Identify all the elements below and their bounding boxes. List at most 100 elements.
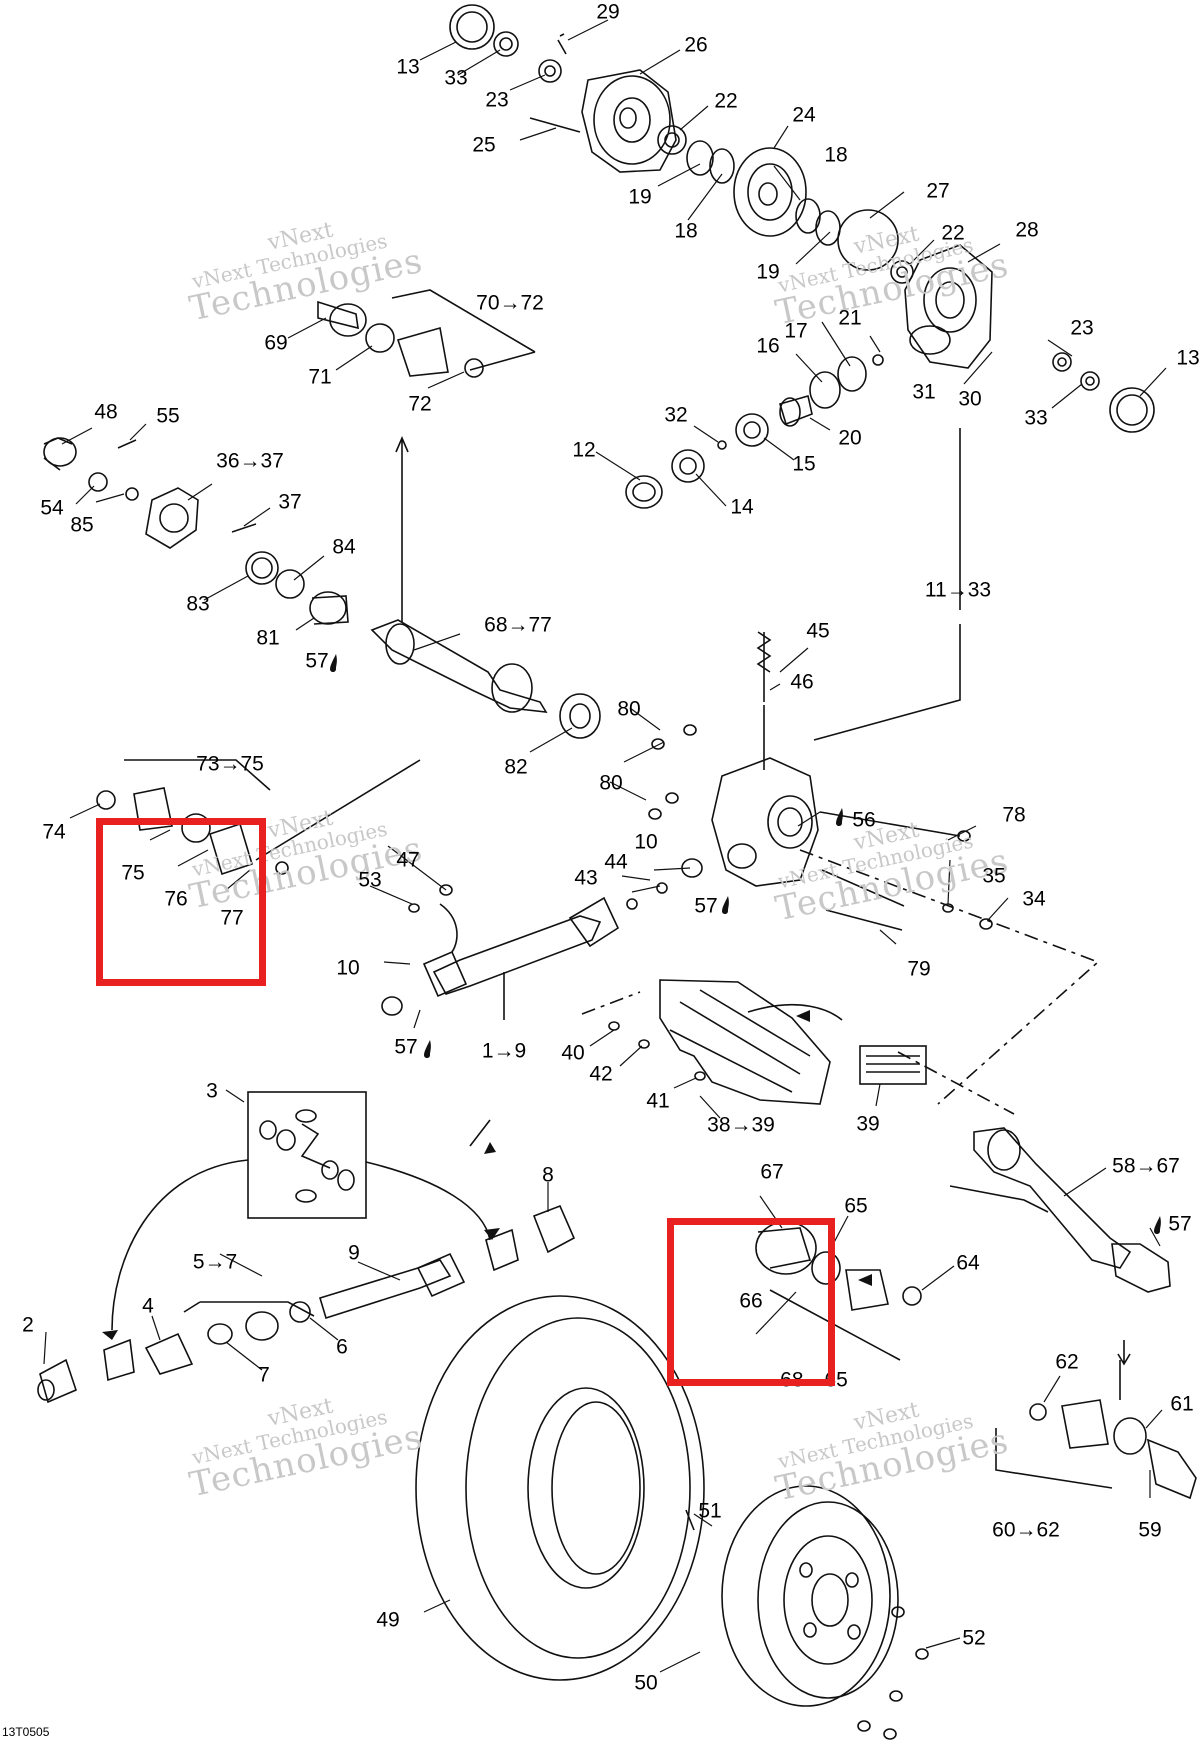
part-label: 72 <box>408 392 432 416</box>
part-label: 46 <box>790 670 814 694</box>
part-label: 54 <box>40 496 64 520</box>
shaft-69 <box>317 300 359 330</box>
valve-51 <box>685 1509 695 1531</box>
part-label: 70→72 <box>476 291 544 315</box>
washer-42 <box>638 1039 650 1049</box>
part-label: 33 <box>1024 406 1048 430</box>
gear-24 <box>733 147 807 237</box>
part-label: 13 <box>1176 346 1200 370</box>
part-label: 34 <box>1022 887 1046 911</box>
part-label: 73→75 <box>196 752 264 776</box>
part-label: 79 <box>907 957 931 981</box>
bearing-14 <box>671 449 705 483</box>
part-label: 67 <box>760 1160 784 1184</box>
cv-joint-69 <box>329 303 367 337</box>
part-label: 41 <box>646 1089 670 1113</box>
bearing-23-right <box>1052 352 1072 372</box>
part-label: 33 <box>444 66 468 90</box>
arrow-right-icon <box>858 1274 872 1286</box>
part-label: 32 <box>664 403 688 427</box>
part-label: 28 <box>1015 218 1039 242</box>
part-label: 3 <box>206 1079 218 1103</box>
part-label: 84 <box>332 535 356 559</box>
part-label: 74 <box>42 820 66 844</box>
part-label: 7 <box>258 1363 270 1387</box>
part-label: 58→67 <box>1112 1154 1180 1178</box>
arrow-right-icon <box>484 1228 500 1240</box>
oil-drop-icon <box>722 896 729 914</box>
part-label: 18 <box>824 143 848 167</box>
part-label: 77 <box>220 906 244 930</box>
part-label: 44 <box>604 850 628 874</box>
ring-33-right <box>1080 371 1100 391</box>
part-label: 40 <box>561 1041 585 1065</box>
housing-28 <box>904 244 993 369</box>
part-label: 66 <box>739 1289 763 1313</box>
part-label: 43 <box>574 866 598 890</box>
washer-85 <box>125 487 139 501</box>
yoke-4 <box>144 1332 194 1375</box>
clamp-6 <box>289 1301 311 1323</box>
highlight-box-left[interactable] <box>96 818 266 986</box>
part-label: 30 <box>958 387 982 411</box>
part-label: 18 <box>674 219 698 243</box>
part-label: 82 <box>504 755 528 779</box>
shim-16 <box>809 371 841 409</box>
part-label: 22 <box>941 221 965 245</box>
part-label: 22 <box>714 89 738 113</box>
part-label: 31 <box>912 380 936 404</box>
flange-2 <box>39 1358 77 1404</box>
nut-41 <box>694 1071 706 1081</box>
ring-61 <box>1113 1417 1147 1455</box>
part-label: 55 <box>156 404 180 428</box>
part-label: 19 <box>756 260 780 284</box>
part-label: 20 <box>838 426 862 450</box>
boot-5 <box>245 1311 279 1341</box>
u-joint-kit-3 <box>247 1091 367 1219</box>
part-label: 9 <box>348 1241 360 1265</box>
shaft-9 <box>319 1259 452 1320</box>
oring-27 <box>837 209 899 271</box>
ring-71 <box>365 323 395 353</box>
part-label: 23 <box>485 88 509 112</box>
oil-drop-icon <box>1154 1216 1161 1234</box>
yoke <box>568 896 620 948</box>
part-label: 8 <box>542 1163 554 1187</box>
part-label: 25 <box>472 133 496 157</box>
seal-13-top <box>449 4 495 50</box>
part-label: 62 <box>1055 1350 1079 1374</box>
part-label: 17 <box>784 319 808 343</box>
shaft-58 <box>973 1127 1132 1269</box>
seal-83 <box>245 551 279 585</box>
part-label: 57 <box>694 894 718 918</box>
bearing-22-mid <box>890 260 914 284</box>
pinion-20 <box>779 394 813 426</box>
part-label: 56 <box>852 808 876 832</box>
part-label: 24 <box>792 103 816 127</box>
part-label: 5→7 <box>192 1250 238 1274</box>
part-label: 16 <box>756 334 780 358</box>
part-label: 11→33 <box>924 578 992 602</box>
part-label: 60→62 <box>992 1518 1060 1542</box>
clamp-72 <box>464 358 484 378</box>
part-label: 80 <box>599 771 623 795</box>
part-label: 71 <box>308 365 332 389</box>
pin-29 <box>557 33 567 55</box>
part-label: 4 <box>142 1294 154 1318</box>
stub-58 <box>1111 1243 1171 1293</box>
bolt-79 <box>821 869 905 931</box>
highlight-box-right[interactable] <box>667 1218 835 1386</box>
stub-59 <box>1146 1438 1197 1500</box>
prop-shaft <box>432 915 602 995</box>
oil-drop-icon <box>424 1040 431 1058</box>
u-joint-1 <box>422 950 468 998</box>
bolt-25 <box>529 117 581 133</box>
part-label: 26 <box>684 33 708 57</box>
part-label: 13 <box>396 55 420 79</box>
stud-37 <box>231 523 257 533</box>
part-label: 59 <box>1138 1518 1162 1542</box>
boot-64 <box>845 1269 889 1311</box>
part-label: 57 <box>1168 1212 1192 1236</box>
part-label: 27 <box>926 179 950 203</box>
shim-19a <box>686 140 714 176</box>
